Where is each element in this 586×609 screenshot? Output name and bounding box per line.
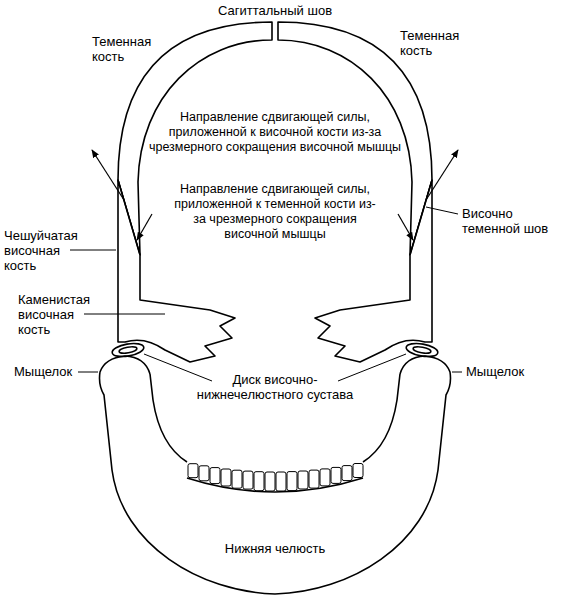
force-note: Направление сдвигающей силы, приложенной…: [146, 110, 404, 155]
force-arrow-temporal: [426, 150, 458, 200]
mandible: [100, 356, 451, 594]
leader-line: [452, 372, 462, 373]
bone-label: Теменная кость: [92, 34, 166, 64]
tooth: [232, 470, 242, 488]
tooth: [276, 472, 286, 491]
temporoparietal-suture: [118, 180, 140, 255]
condyle-label: Мыщелок: [14, 364, 94, 379]
tooth: [320, 469, 330, 486]
teeth: [188, 464, 363, 492]
temporoparietal-suture: [410, 180, 432, 255]
suture-label: Сагиттальный шов: [190, 3, 360, 18]
tooth: [298, 471, 308, 489]
mandible-inner-left: [150, 374, 187, 462]
force-note: Направление сдвигающей силы, приложенной…: [173, 182, 378, 242]
leader-line: [144, 354, 212, 381]
mandible-inner-right: [363, 374, 400, 462]
force-arrow-parietal: [398, 214, 413, 240]
tooth: [309, 470, 319, 488]
tooth: [287, 472, 297, 491]
tooth: [331, 467, 341, 483]
force-arrow-temporal: [92, 150, 124, 200]
tooth: [221, 469, 231, 486]
leader-line: [84, 314, 165, 315]
leader-line: [78, 372, 98, 373]
leader-line: [338, 354, 406, 381]
mandible-label: Нижняя челюсть: [190, 541, 360, 556]
leader-line: [426, 207, 458, 214]
tooth: [353, 464, 363, 478]
mandible-outline: [100, 356, 451, 594]
condyle-label: Мыщелок: [466, 364, 546, 379]
disk-label: Диск височно-нижнечелюстного сустава: [186, 372, 364, 402]
tmj-disk-inner: [119, 346, 138, 355]
tooth: [342, 466, 352, 481]
tooth: [265, 472, 275, 491]
bone-label: Теменная кость: [400, 28, 474, 58]
bone-label: Каменистая височная кость: [18, 292, 104, 337]
tooth: [188, 464, 198, 478]
tmj-disk-inner: [413, 346, 432, 355]
tooth: [243, 471, 253, 489]
suture-label: Височно теменной шов: [462, 206, 562, 236]
force-arrow-parietal: [137, 214, 152, 240]
tooth: [210, 468, 220, 484]
tooth: [254, 472, 264, 491]
tooth: [199, 466, 209, 481]
bone-label: Чешуйчатая височная кость: [4, 228, 88, 273]
leader-line: [70, 250, 116, 251]
